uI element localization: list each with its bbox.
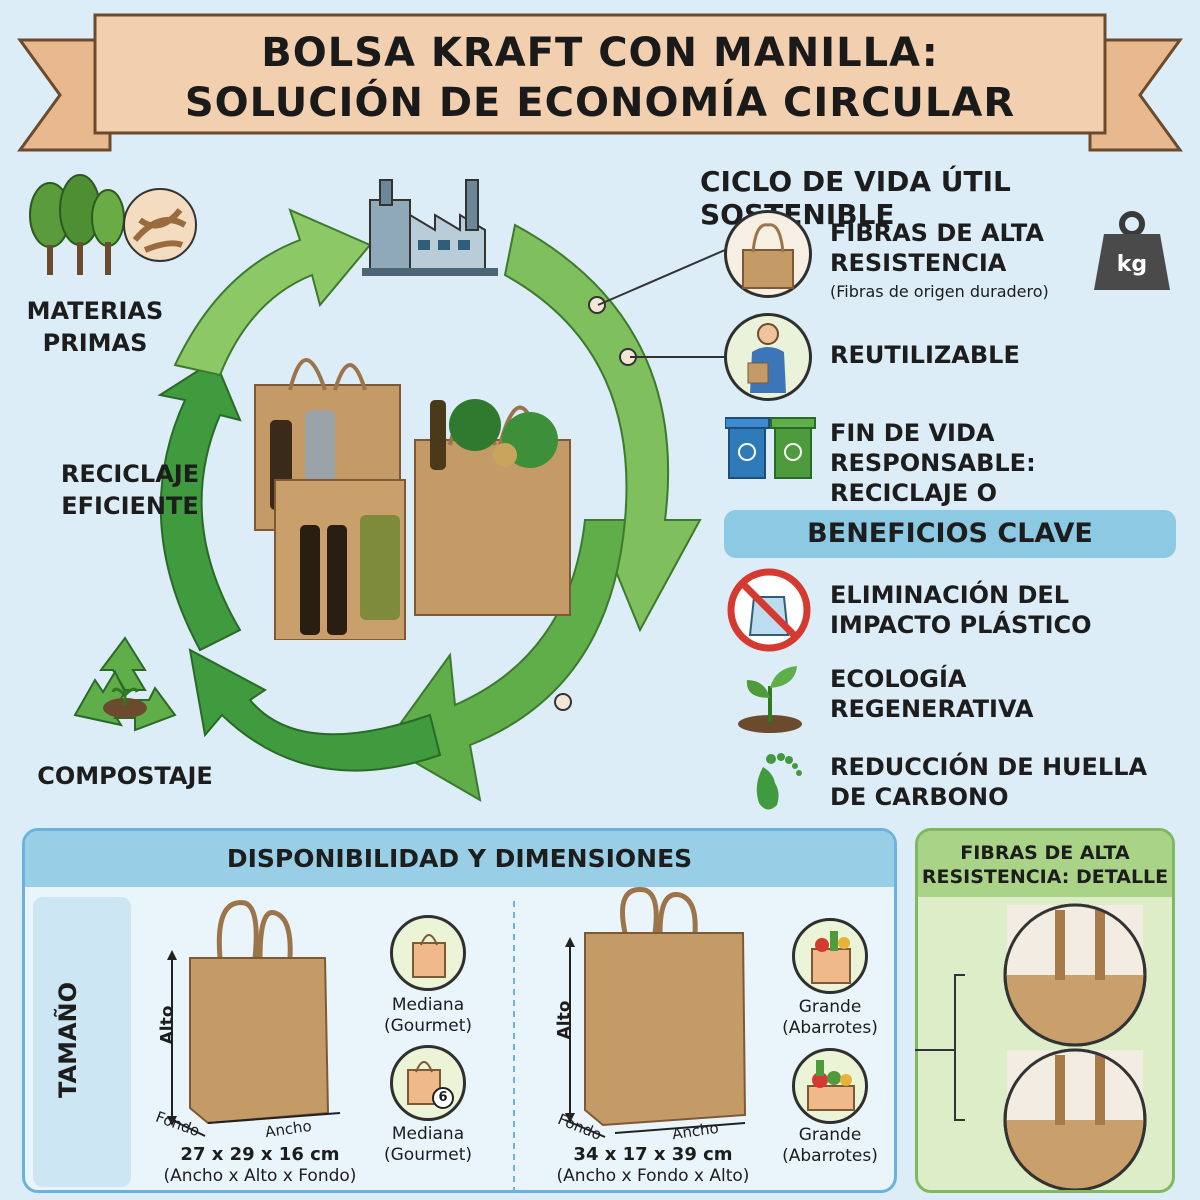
size-tab [33, 897, 131, 1187]
lifecycle-item-reutilizable: REUTILIZABLE [830, 341, 1020, 369]
bag2-alto-label: Alto [554, 1000, 575, 1040]
icon1-name: Mediana [391, 995, 465, 1015]
recycle-compost-icon [73, 636, 177, 732]
bag-medium-illustration [167, 900, 341, 1137]
grocery-basket-icon [807, 1060, 855, 1111]
cycle-arrow-right [503, 223, 702, 633]
fiber-detail-illustration [915, 903, 1147, 1190]
page-title-line-1: BOLSA KRAFT CON MANILLA: [261, 30, 939, 76]
no-plastic-icon [727, 568, 811, 652]
icon4-type: (Abarrotes) [782, 1146, 878, 1166]
person-icon [747, 323, 786, 393]
lifecycle-item-fibras: FIBRAS DE ALTA RESISTENCIA [830, 219, 1044, 277]
large-bag-icon-2 [792, 1048, 868, 1124]
icon4-name: Grande [798, 1125, 862, 1145]
dimensions-panel: DISPONIBILIDAD Y DIMENSIONES [22, 828, 897, 1193]
cycle-arrow-bottom [188, 648, 442, 772]
materias-primas-label: MATERIAS PRIMAS [26, 297, 164, 357]
benefit-item-ecologia: ECOLOGÍA REGENERATIVA [830, 665, 1034, 723]
trees-icon [29, 174, 197, 275]
kraft-bags-product-image [254, 358, 571, 640]
bag2-order: (Ancho x Fondo x Alto) [556, 1166, 750, 1186]
compostaje-label: COMPOSTAJE [37, 762, 213, 790]
title-banner [17, 13, 1183, 152]
icon3-type: (Abarrotes) [782, 1018, 878, 1038]
icon1-type: (Gourmet) [384, 1016, 472, 1036]
bag-icon [742, 223, 794, 289]
cycle-arrow-top-left [173, 208, 372, 377]
benefit-item-plastico: ELIMINACIÓN DEL IMPACTO PLÁSTICO [830, 581, 1092, 639]
bag1-alto-label: Alto [157, 1005, 178, 1045]
bag1-order: (Ancho x Alto x Fondo) [163, 1166, 357, 1186]
fiber-detail-title: FIBRAS DE ALTA RESISTENCIA: DETALLE [918, 831, 1172, 897]
factory-icon [362, 179, 498, 276]
bag2-size: 34 x 17 x 39 cm [573, 1144, 733, 1165]
icon3-name: Grande [798, 997, 862, 1017]
dimensions-title: DISPONIBILIDAD Y DIMENSIONES [25, 831, 894, 887]
benefits-title: BENEFICIOS CLAVE [724, 510, 1176, 558]
lifecycle-title: CICLO DE VIDA ÚTIL SOSTENIBLE [700, 165, 1011, 231]
lifecycle-item-fibras-sub: (Fibras de origen duradero) [830, 282, 1049, 301]
carbon-footprint-icon [756, 753, 802, 810]
grocery-bag-icon [811, 931, 851, 984]
recycling-bins-icon [725, 417, 816, 479]
icon2-type: (Gourmet) [384, 1145, 472, 1165]
benefit-item-huella: REDUCCIÓN DE HUELLA DE CARBONO [830, 753, 1148, 811]
weight-icon-label: kg [1116, 252, 1148, 277]
small-bag-six-icon [407, 1061, 454, 1109]
page-title-line-2: SOLUCIÓN DE ECONOMÍA CIRCULAR [184, 80, 1016, 126]
medium-bag-icon-2 [390, 1045, 466, 1121]
bag1-size: 27 x 29 x 16 cm [180, 1144, 340, 1165]
reciclaje-label: RECICLAJE EFICIENTE [60, 460, 200, 520]
sprout-icon [738, 666, 802, 733]
weight-icon [1094, 211, 1170, 290]
divider [513, 901, 515, 1190]
small-bag-icon [412, 934, 446, 978]
size-label: TAMAÑO [54, 981, 82, 1099]
connector-lines [597, 249, 726, 358]
six-badge: 6 [438, 1090, 448, 1105]
bag-large-illustration [564, 887, 747, 1138]
icon2-name: Mediana [391, 1124, 465, 1144]
